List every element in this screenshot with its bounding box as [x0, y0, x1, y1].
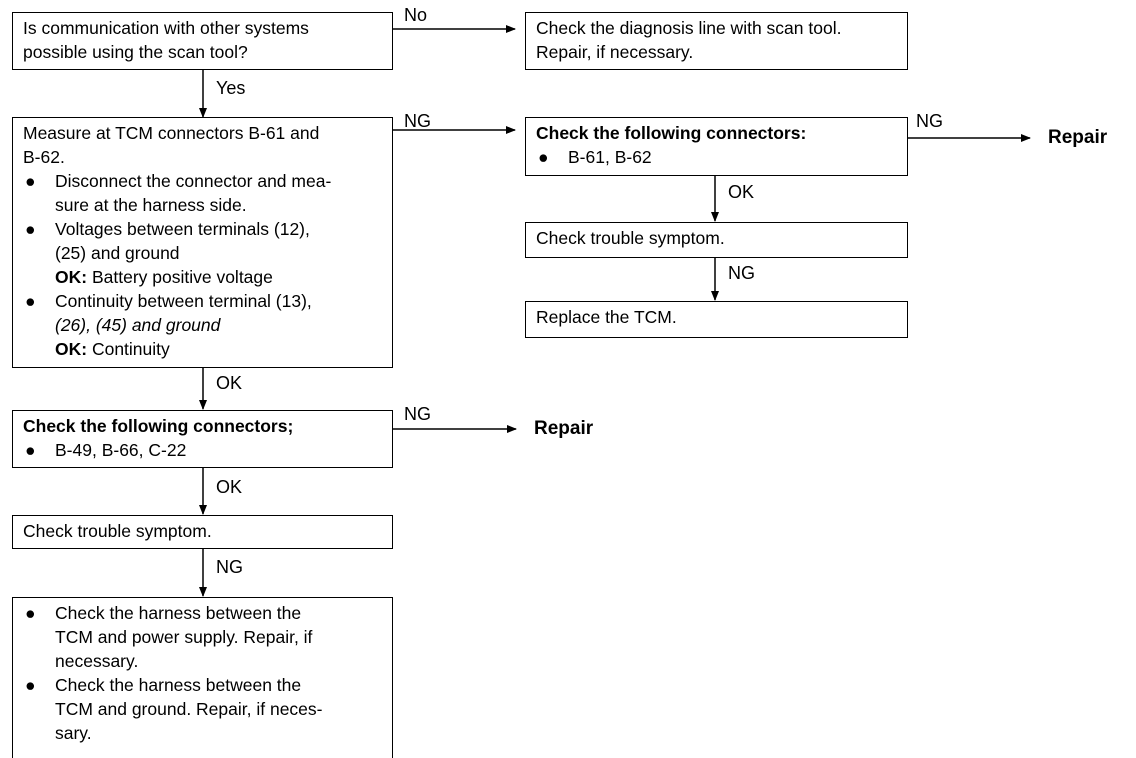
ok-label: OK:: [55, 267, 88, 287]
ok-text: Continuity: [91, 339, 170, 359]
measure-bullet-continuity: ● Continuity between terminal (13), (26)…: [23, 289, 384, 361]
start-question-line-2: possible using the scan tool?: [23, 42, 248, 62]
bullet-icon: ●: [25, 603, 36, 623]
bullet-icon: ●: [25, 440, 36, 460]
connectors-a-item-text: B-61, B-62: [568, 147, 652, 167]
harness-bullet1-line-1: Check the harness between the: [55, 603, 302, 623]
harness-bullet2-line-2: TCM and ground. Repair, if neces-: [55, 699, 323, 719]
repair-a-text: Repair: [1048, 127, 1108, 148]
start-question-box: Is communication with other systems poss…: [12, 12, 393, 70]
connectors-b-item: ● B-49, B-66, C-22: [23, 438, 384, 462]
ok-text: Battery positive voltage: [91, 267, 273, 287]
connectors-b-box: Check the following connectors; ● B-49, …: [12, 410, 393, 468]
harness-box: ● Check the harness between the TCM and …: [12, 597, 393, 758]
connectors-b-item-text: B-49, B-66, C-22: [55, 440, 187, 460]
bullet-icon: ●: [25, 291, 36, 311]
bullet-icon: ●: [25, 171, 36, 191]
harness-bullet2-line-1: Check the harness between the: [55, 675, 302, 695]
label-ok-connectors-b: OK: [216, 477, 243, 497]
connectors-a-box: Check the following connectors: ● B-61, …: [525, 117, 908, 176]
harness-bullet-ground: ● Check the harness between the TCM and …: [23, 673, 384, 745]
label-ng-connectors-b: NG: [404, 404, 431, 424]
label-no: No: [404, 5, 428, 25]
repair-b-text: Repair: [534, 418, 594, 439]
connectors-a-item: ● B-61, B-62: [536, 145, 899, 169]
symptom-left-box: Check trouble symptom.: [12, 515, 393, 549]
start-question-line-1: Is communication with other systems: [23, 18, 309, 38]
measure-bullet-voltages: ● Voltages between terminals (12), (25) …: [23, 217, 384, 289]
harness-bullet-power: ● Check the harness between the TCM and …: [23, 601, 384, 673]
measure-intro-line-1: Measure at TCM connectors B-61 and: [23, 123, 320, 143]
measure-bullet1-line-2: sure at the harness side.: [55, 195, 247, 215]
measure-bullet2-line-2: (25) and ground: [55, 243, 180, 263]
measure-bullet1-line-1: Disconnect the connector and mea-: [55, 171, 332, 191]
measure-tcm-box: Measure at TCM connectors B-61 and B-62.…: [12, 117, 393, 368]
measure-bullet2-line-1: Voltages between terminals (12),: [55, 219, 310, 239]
symptom-right-box: Check trouble symptom.: [525, 222, 908, 258]
diagnosis-line-line-1: Check the diagnosis line with scan tool.: [536, 18, 842, 38]
measure-intro-line-2: B-62.: [23, 147, 65, 167]
measure-bullet3-line-1: Continuity between terminal (13),: [55, 291, 312, 311]
measure-bullet3-line-2: (26), (45) and ground: [55, 315, 221, 335]
bullet-icon: ●: [25, 675, 36, 695]
connectors-a-title: Check the following connectors:: [536, 123, 807, 143]
symptom-left-text: Check trouble symptom.: [23, 521, 212, 541]
harness-bullet1-line-3: necessary.: [55, 651, 139, 671]
replace-tcm-text: Replace the TCM.: [536, 307, 677, 327]
label-ok-measure: OK: [216, 373, 243, 393]
measure-bullet2-ok: OK: Battery positive voltage: [55, 265, 384, 289]
label-ng-symptom-right: NG: [728, 263, 755, 283]
symptom-right-text: Check trouble symptom.: [536, 228, 725, 248]
diagnosis-line-line-2: Repair, if necessary.: [536, 42, 694, 62]
connectors-b-title: Check the following connectors;: [23, 416, 294, 436]
label-ng-connectors-a: NG: [916, 111, 943, 131]
harness-bullet2-line-3: sary.: [55, 723, 92, 743]
label-ng-symptom-left: NG: [216, 557, 243, 577]
diagnosis-line-box: Check the diagnosis line with scan tool.…: [525, 12, 908, 70]
ok-label: OK:: [55, 339, 88, 359]
measure-bullet-disconnect: ● Disconnect the connector and mea- sure…: [23, 169, 384, 217]
measure-bullet3-ok: OK: Continuity: [55, 337, 384, 361]
label-ng-measure: NG: [404, 111, 431, 131]
label-yes: Yes: [216, 78, 246, 98]
bullet-icon: ●: [25, 219, 36, 239]
bullet-icon: ●: [538, 147, 549, 167]
harness-bullet1-line-2: TCM and power supply. Repair, if: [55, 627, 313, 647]
label-ok-connectors-a: OK: [728, 182, 755, 202]
replace-tcm-box: Replace the TCM.: [525, 301, 908, 338]
